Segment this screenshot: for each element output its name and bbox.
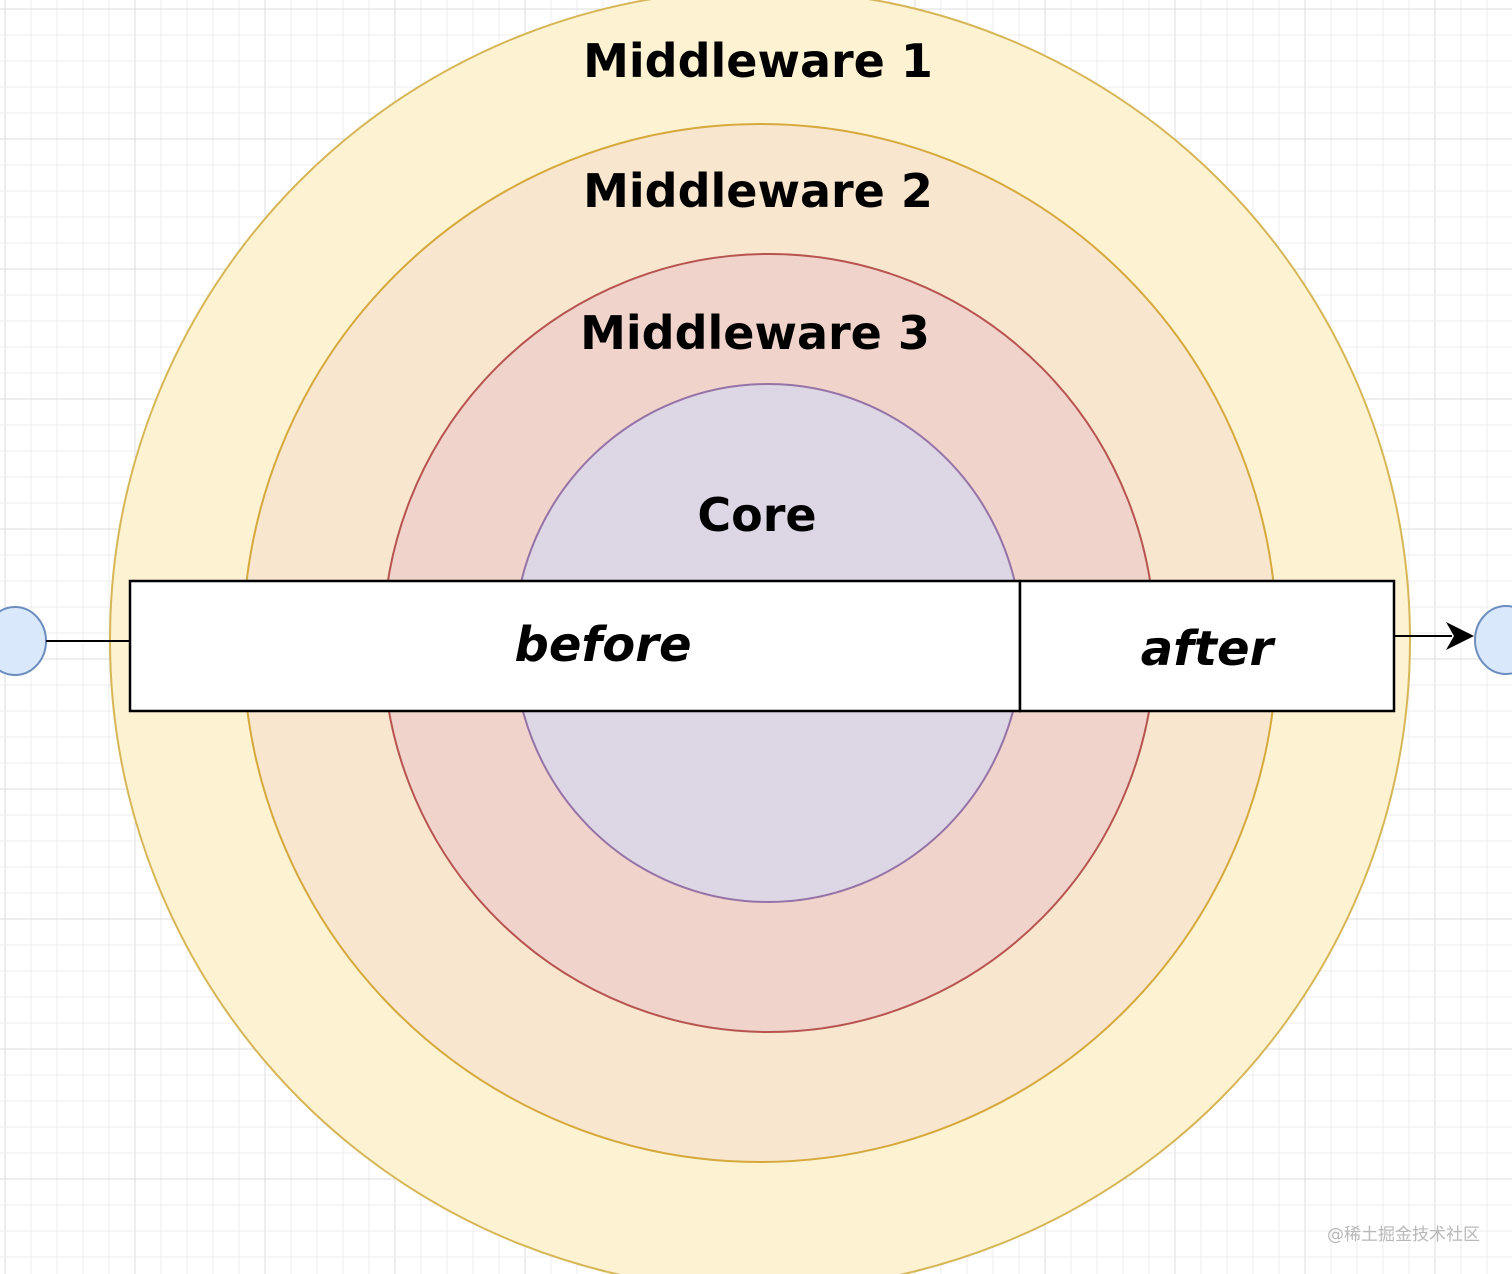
middleware-1-label: Middleware 1 xyxy=(583,34,933,88)
middleware-3-label: Middleware 3 xyxy=(580,306,930,360)
start-endpoint-circle[interactable] xyxy=(0,606,47,676)
before-label: before xyxy=(515,617,692,673)
after-label: after xyxy=(1141,621,1277,677)
end-endpoint-circle[interactable] xyxy=(1474,605,1512,675)
middleware-2-label: Middleware 2 xyxy=(583,164,933,218)
after-box[interactable] xyxy=(1018,579,1396,713)
core-label: Core xyxy=(697,488,816,542)
arrow-head-icon xyxy=(1446,622,1474,650)
before-box[interactable] xyxy=(128,579,1022,713)
watermark: @稀土掘金技术社区 xyxy=(1327,1225,1480,1245)
